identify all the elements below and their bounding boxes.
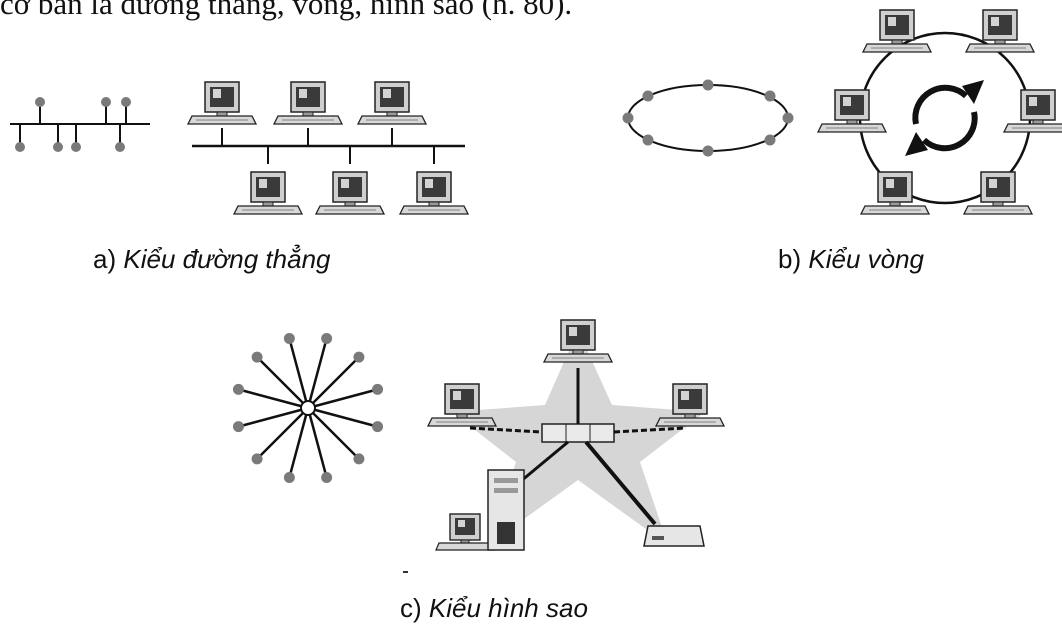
ring-node xyxy=(642,90,654,102)
star-network xyxy=(403,319,725,573)
bus-node xyxy=(71,142,81,152)
star-node xyxy=(372,421,384,433)
caption-ring: b) Kiểu vòng xyxy=(778,244,924,275)
star-spoke xyxy=(288,407,310,478)
star-spoke xyxy=(307,406,378,428)
star-spoke xyxy=(256,407,309,460)
intro-text: cơ bản là đường thẳng, vòng, hình sao (h… xyxy=(0,0,573,21)
ring-node xyxy=(622,112,634,124)
hub-icon xyxy=(541,423,615,443)
ring-node xyxy=(702,79,714,91)
star-spoke xyxy=(306,407,328,478)
bus-network xyxy=(187,81,469,215)
computer-icon xyxy=(315,171,385,215)
star-node xyxy=(321,332,333,344)
computer-icon xyxy=(427,383,497,427)
star-schematic xyxy=(232,332,384,484)
bus-node xyxy=(53,142,63,152)
star-node xyxy=(321,472,333,484)
server-icon xyxy=(487,469,525,551)
ring-node xyxy=(764,90,776,102)
star-node xyxy=(353,351,365,363)
ring-node xyxy=(782,112,794,124)
rotate-arrow-icon xyxy=(912,84,969,125)
star-node xyxy=(372,383,384,395)
printer-icon xyxy=(643,525,705,547)
caption-bus: a) Kiểu đường thẳng xyxy=(93,244,330,275)
ring-schematic xyxy=(622,79,794,157)
computer-icon xyxy=(655,383,725,427)
star-center-node xyxy=(300,400,316,416)
caption-label: Kiểu đường thẳng xyxy=(123,244,331,274)
computer-icon xyxy=(860,171,930,215)
computer-icon xyxy=(187,81,257,125)
caption-letter: a) xyxy=(93,244,117,274)
caption-letter: b) xyxy=(778,244,802,274)
caption-label: Kiểu vòng xyxy=(808,244,925,274)
computer-icon xyxy=(435,513,495,551)
computer-icon xyxy=(1003,89,1062,133)
star-spoke xyxy=(238,388,309,410)
bus-node xyxy=(101,97,111,107)
ring-node xyxy=(702,145,714,157)
star-node xyxy=(283,472,295,484)
star-node xyxy=(251,453,263,465)
star-spoke xyxy=(256,356,309,409)
caption-star: c) Kiểu hình sao xyxy=(400,593,588,624)
rotate-arrow-icon xyxy=(921,111,978,152)
star-spoke xyxy=(238,406,309,428)
star-spoke xyxy=(288,338,310,409)
bus-node xyxy=(15,142,25,152)
bus-node xyxy=(35,97,45,107)
star-node xyxy=(353,453,365,465)
computer-icon xyxy=(965,9,1035,53)
ring-node xyxy=(764,134,776,146)
star-node xyxy=(232,383,244,395)
computer-icon xyxy=(543,319,613,363)
star-node xyxy=(232,421,244,433)
computer-icon xyxy=(273,81,343,125)
computer-icon xyxy=(233,171,303,215)
computer-icon xyxy=(357,81,427,125)
ring-network xyxy=(817,9,1062,215)
computer-icon xyxy=(963,171,1033,215)
computer-icon xyxy=(817,89,887,133)
ring-node xyxy=(642,134,654,146)
caption-letter: c) xyxy=(400,593,422,623)
caption-label: Kiểu hình sao xyxy=(428,593,588,623)
star-node xyxy=(283,332,295,344)
computer-icon xyxy=(399,171,469,215)
bus-node xyxy=(115,142,125,152)
bus-schematic xyxy=(10,97,150,152)
star-spoke xyxy=(307,356,360,409)
star-spoke xyxy=(307,407,360,460)
computer-icon xyxy=(862,9,932,53)
star-spoke xyxy=(306,338,328,409)
star-spoke xyxy=(307,388,378,410)
bus-node xyxy=(121,97,131,107)
star-node xyxy=(251,351,263,363)
